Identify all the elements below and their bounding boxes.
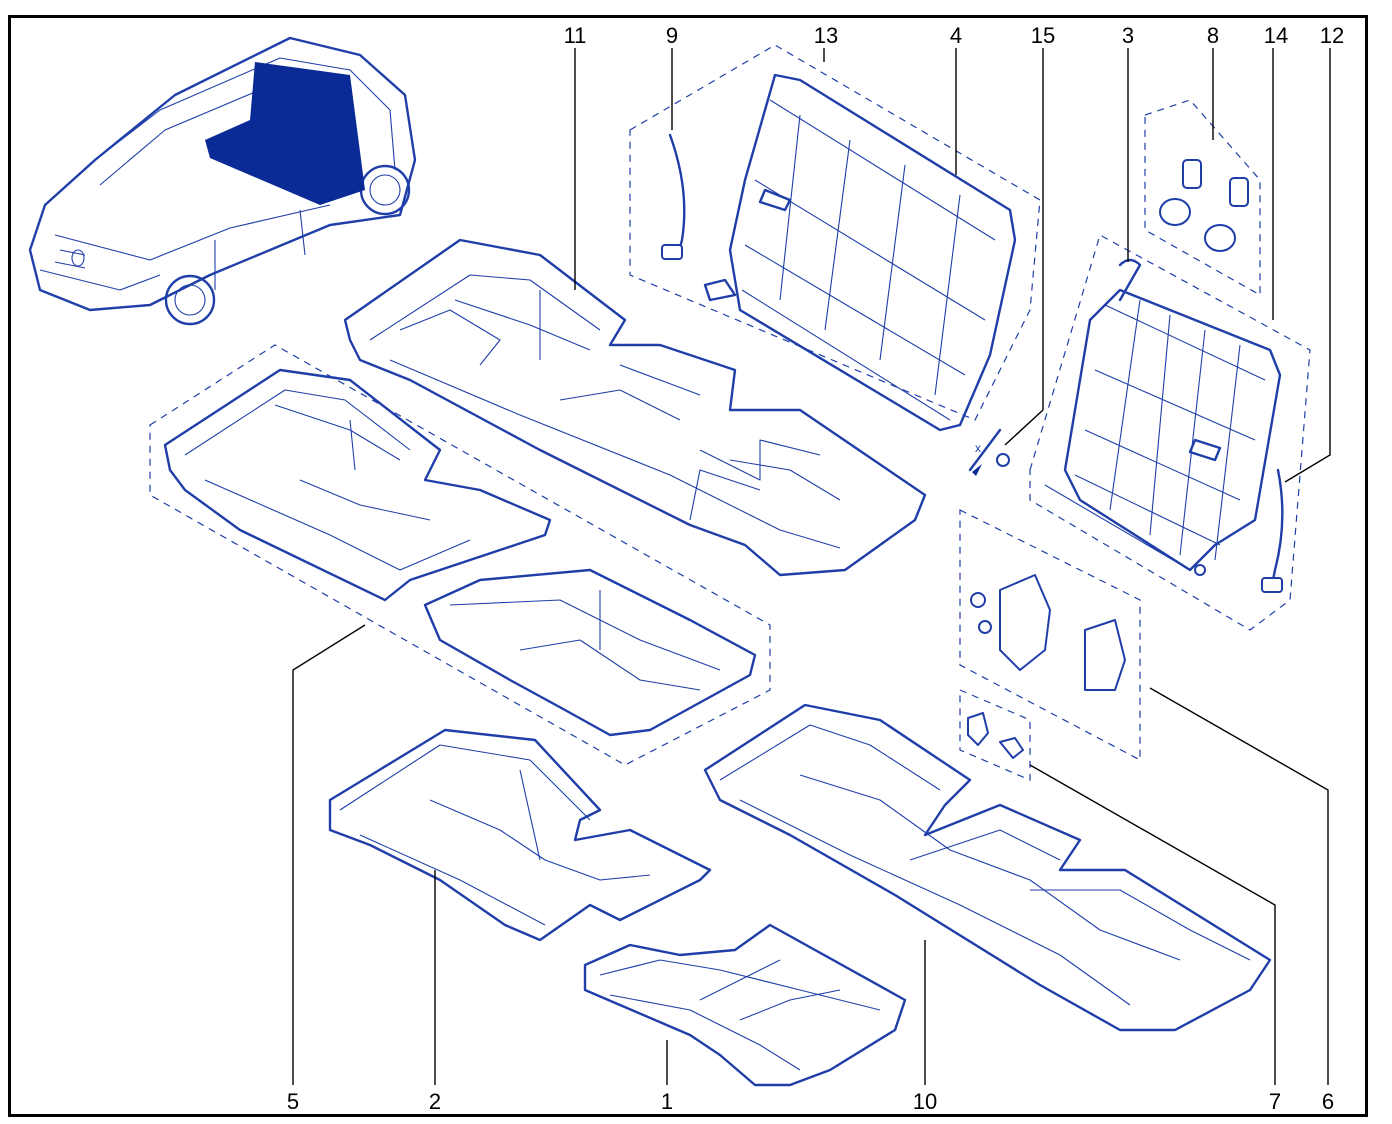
group-outline-14 — [1029, 234, 1311, 631]
seat-back-frame-group — [629, 44, 1041, 432]
seat-cushion-frame-10 — [703, 703, 1272, 1032]
clip-parts-7 — [959, 689, 1031, 781]
seat-cover-group-5 — [149, 344, 771, 766]
callout-9: 9 — [666, 23, 678, 48]
clip-parts-8 — [1144, 99, 1261, 297]
hinge-parts-6 — [959, 509, 1141, 761]
seat-cushion-frame-1 — [583, 923, 907, 1087]
callout-7: 7 — [1269, 1089, 1281, 1114]
leader-7 — [1029, 764, 1276, 1085]
callout-10: 10 — [913, 1089, 937, 1114]
leader-6 — [1149, 687, 1329, 1085]
release-cable-12 — [1270, 468, 1284, 587]
fastener-15 — [996, 453, 1010, 467]
leader-15b — [1004, 409, 1044, 446]
seat-back-frame-right-group: x — [968, 234, 1311, 631]
callout-12: 12 — [1320, 23, 1344, 48]
seat-cover-11 — [343, 238, 927, 577]
callout-3: 3 — [1122, 23, 1134, 48]
release-cable-9 — [668, 133, 686, 257]
callout-labels: 11 9 13 4 15 3 8 14 12 5 2 1 10 7 6 — [287, 23, 1344, 1114]
leader-lines — [292, 48, 1331, 1085]
callout-6: 6 — [1322, 1089, 1334, 1114]
fastener-mark: x — [975, 441, 981, 455]
seat-back-frame-right — [1063, 288, 1282, 572]
seat-cushion-frame-2 — [328, 728, 712, 942]
callout-14: 14 — [1264, 23, 1288, 48]
callout-11: 11 — [564, 23, 587, 48]
callout-4: 4 — [950, 23, 962, 48]
vehicle-locator-illustration — [28, 36, 417, 326]
group-outline-13 — [629, 44, 1041, 421]
callout-5: 5 — [287, 1089, 299, 1114]
callout-8: 8 — [1207, 23, 1219, 48]
callout-15: 15 — [1031, 23, 1055, 48]
callout-2: 2 — [429, 1089, 441, 1114]
callout-13: 13 — [814, 23, 838, 48]
highlighted-seat-location — [205, 62, 365, 205]
leader-5 — [292, 624, 366, 1085]
seat-back-frame-left — [728, 73, 1017, 432]
leader-12 — [1284, 48, 1331, 483]
callout-1: 1 — [661, 1089, 673, 1114]
